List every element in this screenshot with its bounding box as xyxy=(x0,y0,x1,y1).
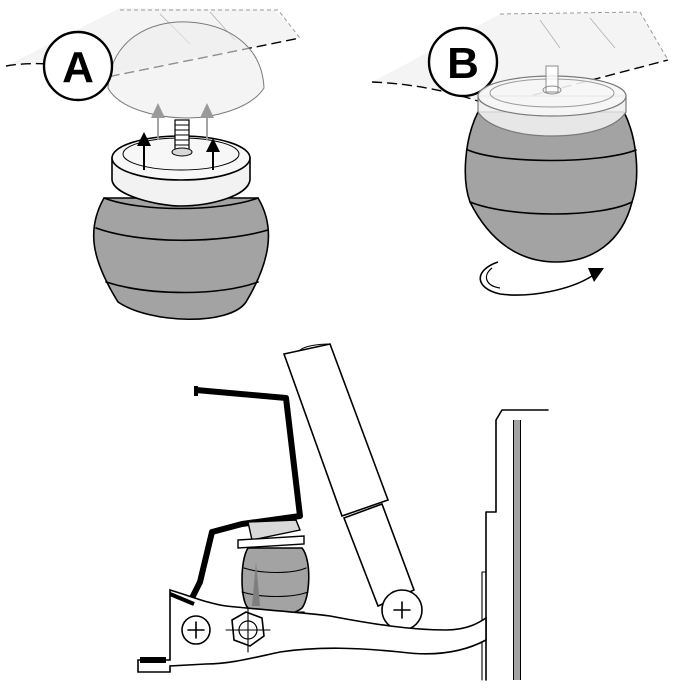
arrow-up-icon xyxy=(137,132,220,170)
wheel-section xyxy=(481,409,549,681)
step-badge-b: B xyxy=(427,26,499,98)
step-label-b: B xyxy=(447,39,479,88)
shock-absorber xyxy=(282,343,423,631)
ghost-top-plate-a xyxy=(107,21,265,119)
arrow-up-faint-icon xyxy=(151,103,214,140)
chassis-frame-member xyxy=(181,386,303,616)
upper-mount-bracket xyxy=(237,519,305,549)
assembly-view xyxy=(137,343,549,681)
hex-nut-icon xyxy=(225,607,271,653)
pivot-bolt-icon xyxy=(181,615,211,645)
lower-control-arm xyxy=(137,588,487,673)
panel-a: A xyxy=(5,8,301,321)
air-bellows-b xyxy=(464,111,638,263)
threaded-stud-icon xyxy=(171,119,193,157)
step-label-a: A xyxy=(62,43,94,92)
panel-b: B xyxy=(371,11,669,296)
step-badge-a: A xyxy=(42,30,114,102)
rotate-arrow-icon xyxy=(479,261,604,296)
top-plate-b xyxy=(477,65,627,137)
air-bellows-a xyxy=(92,197,270,321)
